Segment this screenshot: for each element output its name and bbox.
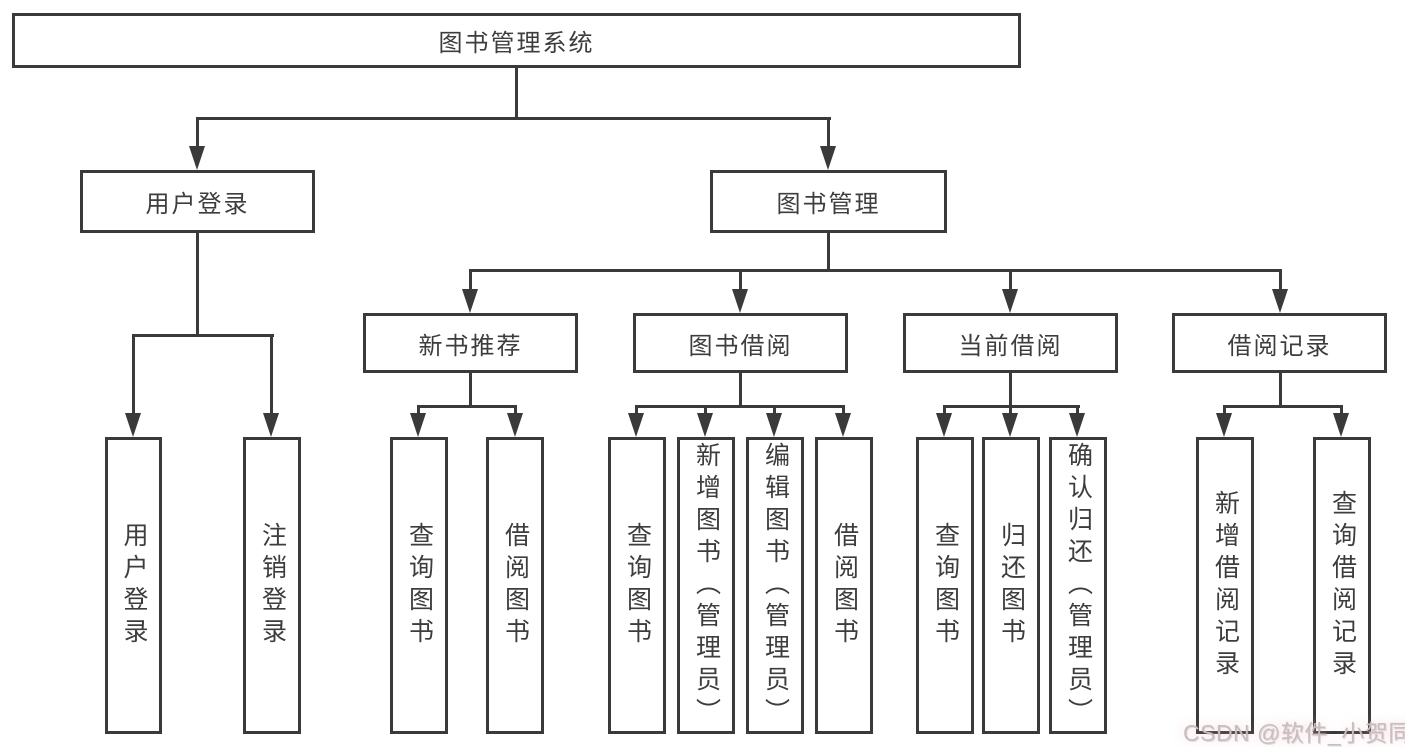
- node-label: 用户登录: [120, 521, 148, 650]
- connector-vline: [514, 405, 517, 419]
- csdn-watermark: CSDN @软件_小贺同学: [1183, 720, 1405, 746]
- leaf-user-login: 用户登录: [105, 437, 162, 734]
- connector-vline: [1076, 405, 1079, 419]
- node-borrowing-records: 借阅记录: [1172, 313, 1387, 373]
- leaf-return-book: 归还图书: [982, 437, 1040, 734]
- connector-vline: [842, 405, 845, 419]
- arrow-down-icon: [263, 413, 279, 437]
- node-book-borrowing: 图书借阅: [633, 313, 848, 373]
- connector-vline: [469, 373, 472, 408]
- node-label: 图书借阅: [688, 332, 793, 360]
- node-label: 用户登录: [145, 191, 250, 218]
- leaf-borrow-books-recommend: 借阅图书: [486, 437, 544, 734]
- connector-vline: [196, 117, 199, 151]
- connector-vline: [635, 405, 638, 419]
- leaf-add-borrow-record: 新增借阅记录: [1196, 437, 1254, 734]
- connector-hline: [133, 334, 274, 337]
- arrow-down-icon: [766, 413, 782, 437]
- connector-vline: [1223, 405, 1226, 419]
- arrow-down-icon: [125, 413, 141, 437]
- node-book-management: 图书管理: [710, 170, 947, 233]
- connector-vline: [515, 68, 518, 120]
- connector-vline: [1279, 373, 1282, 408]
- arrow-down-icon: [697, 413, 713, 437]
- connector-vline: [827, 117, 830, 151]
- connector-vline: [270, 334, 273, 418]
- leaf-logout: 注销登录: [243, 437, 301, 734]
- node-label: 借阅图书: [830, 521, 859, 650]
- arrow-down-icon: [1002, 289, 1018, 313]
- arrow-down-icon: [820, 146, 836, 170]
- node-new-book-recommendation: 新书推荐: [363, 313, 578, 373]
- connector-vline: [196, 233, 199, 337]
- node-label: 确认归还（管理员）: [1064, 441, 1093, 730]
- arrow-down-icon: [936, 413, 952, 437]
- connector-hline: [197, 117, 831, 120]
- leaf-query-books-recommend: 查询图书: [390, 437, 448, 734]
- connector-hline: [1224, 405, 1343, 408]
- connector-vline: [1279, 269, 1282, 295]
- node-label: 查询图书: [931, 521, 960, 650]
- arrow-down-icon: [1216, 413, 1232, 437]
- connector-vline: [1009, 405, 1012, 419]
- node-label: 借阅记录: [1227, 332, 1332, 360]
- connector-vline: [132, 334, 135, 418]
- connector-vline: [417, 405, 420, 419]
- node-label: 当前借阅: [958, 332, 1063, 360]
- leaf-query-books-borrowing: 查询图书: [608, 437, 666, 734]
- node-label: 注销登录: [258, 521, 287, 650]
- connector-vline: [469, 269, 472, 295]
- connector-hline: [944, 405, 1080, 408]
- node-label: 新书推荐: [418, 332, 523, 360]
- arrow-down-icon: [1333, 413, 1349, 437]
- node-label: 新增图书（管理员）: [692, 441, 721, 730]
- connector-vline: [773, 405, 776, 419]
- connector-vline: [1009, 269, 1012, 295]
- arrow-down-icon: [410, 413, 426, 437]
- arrow-down-icon: [189, 146, 205, 170]
- connector-vline: [1009, 373, 1012, 408]
- node-user-login: 用户登录: [80, 170, 315, 233]
- leaf-query-books-current: 查询图书: [916, 437, 974, 734]
- arrow-down-icon: [835, 413, 851, 437]
- connector-hline: [469, 269, 1282, 272]
- leaf-query-borrow-record: 查询借阅记录: [1313, 437, 1371, 734]
- connector-vline: [1340, 405, 1343, 419]
- node-label: 图书管理系统: [438, 30, 595, 57]
- node-label: 查询图书: [405, 521, 434, 650]
- node-label: 归还图书: [997, 521, 1026, 650]
- connector-hline: [418, 405, 517, 408]
- arrow-down-icon: [462, 289, 478, 313]
- node-label: 查询图书: [623, 521, 652, 650]
- leaf-edit-book-admin: 编辑图书（管理员）: [746, 437, 804, 734]
- connector-vline: [739, 373, 742, 408]
- leaf-confirm-return-admin: 确认归还（管理员）: [1049, 437, 1107, 734]
- connector-hline: [636, 405, 845, 408]
- arrow-down-icon: [1069, 413, 1085, 437]
- node-current-borrowing: 当前借阅: [903, 313, 1118, 373]
- node-label: 编辑图书（管理员）: [761, 441, 790, 730]
- arrow-down-icon: [1002, 413, 1018, 437]
- connector-vline: [827, 233, 830, 272]
- connector-vline: [704, 405, 707, 419]
- node-library-management-system: 图书管理系统: [12, 13, 1021, 68]
- arrow-down-icon: [507, 413, 523, 437]
- node-label: 图书管理: [776, 191, 881, 218]
- node-label: 查询借阅记录: [1328, 489, 1357, 682]
- connector-vline: [943, 405, 946, 419]
- node-label: 借阅图书: [501, 521, 530, 650]
- arrow-down-icon: [628, 413, 644, 437]
- arrow-down-icon: [1272, 289, 1288, 313]
- node-label: 新增借阅记录: [1211, 489, 1240, 682]
- arrow-down-icon: [732, 289, 748, 313]
- leaf-borrow-books-borrowing: 借阅图书: [815, 437, 873, 734]
- connector-vline: [739, 269, 742, 295]
- leaf-add-book-admin: 新增图书（管理员）: [677, 437, 735, 734]
